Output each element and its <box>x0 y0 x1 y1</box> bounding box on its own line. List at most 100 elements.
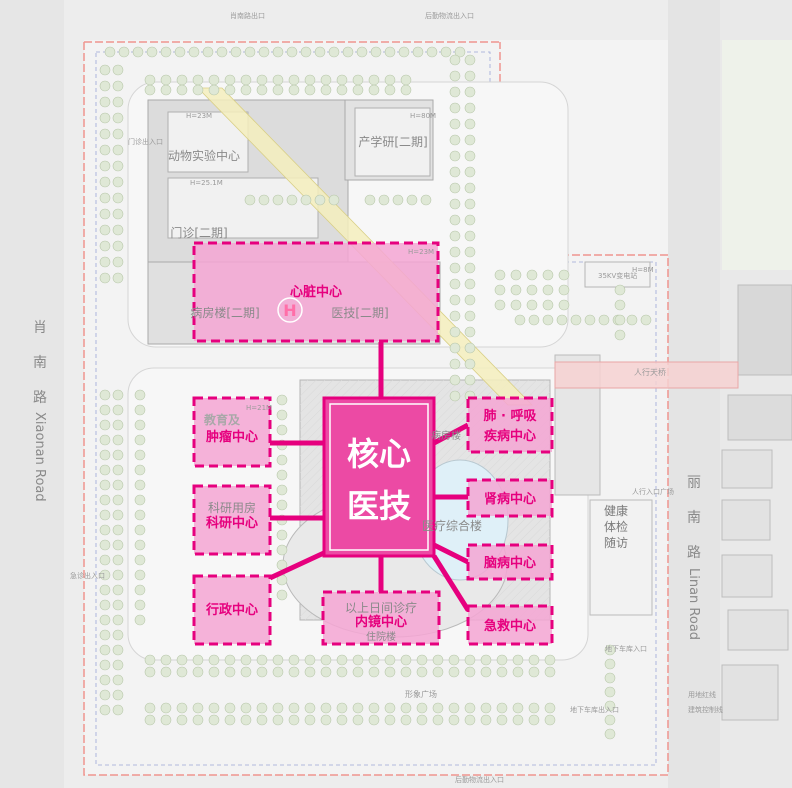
tree <box>276 424 288 436</box>
tree <box>99 629 111 641</box>
tree <box>134 449 146 461</box>
endo-box[interactable] <box>321 590 441 646</box>
tree <box>449 182 461 194</box>
connector-lung <box>432 422 470 446</box>
core-box[interactable] <box>322 396 436 558</box>
tree <box>134 539 146 551</box>
gate-w1-label: 门诊出入口 <box>128 137 163 146</box>
tree <box>496 702 508 714</box>
tree <box>464 214 476 226</box>
tree <box>400 84 412 96</box>
tree <box>192 714 204 726</box>
tree <box>378 194 390 206</box>
tree <box>604 672 616 684</box>
lung-box[interactable] <box>466 396 554 454</box>
tree <box>449 70 461 82</box>
tree <box>336 714 348 726</box>
substation-block <box>584 261 651 288</box>
tree <box>144 714 156 726</box>
tree <box>526 299 538 311</box>
tree <box>368 666 380 678</box>
tree <box>526 269 538 281</box>
health-label-2: 体检 <box>604 519 628 534</box>
tree <box>112 659 124 671</box>
tree <box>432 666 444 678</box>
kidney-box[interactable] <box>466 478 554 518</box>
edu-label-1: 教育及 <box>203 412 241 427</box>
health-label-3: 随访 <box>604 535 628 550</box>
tree <box>99 464 111 476</box>
center-boxes <box>192 241 554 646</box>
tree <box>112 509 124 521</box>
tree <box>604 700 616 712</box>
health-block <box>589 499 653 616</box>
tree <box>604 714 616 726</box>
tree <box>320 666 332 678</box>
ward-old-label: 病房楼 <box>431 429 461 442</box>
tree <box>392 194 404 206</box>
east-road-name-1: 丽 <box>687 475 701 491</box>
research-label: 科研中心 <box>206 515 258 531</box>
ward2-label: 病房楼[二期] <box>190 305 259 320</box>
tree <box>192 666 204 678</box>
core-label-1: 核心 <box>347 435 411 473</box>
research-box[interactable] <box>192 484 272 556</box>
tree <box>112 224 124 236</box>
admin-box[interactable] <box>192 574 272 646</box>
tree <box>112 80 124 92</box>
tree <box>258 46 270 58</box>
tree <box>526 284 538 296</box>
emergency-box[interactable] <box>466 604 554 646</box>
tree <box>176 654 188 666</box>
helipad-icon <box>277 297 303 323</box>
tree <box>464 374 476 386</box>
gate-s-label: 后勤物流出入口 <box>455 775 504 784</box>
tree <box>134 509 146 521</box>
brain-box[interactable] <box>466 543 554 581</box>
lung-label-1: 肺 · 呼吸 <box>484 408 538 424</box>
tree <box>464 278 476 290</box>
tree <box>224 714 236 726</box>
tree <box>176 702 188 714</box>
tree <box>614 329 626 341</box>
emergency-label: 急救中心 <box>484 618 536 634</box>
tree <box>99 144 111 156</box>
west-road <box>0 0 64 788</box>
tree <box>449 246 461 258</box>
tree <box>464 198 476 210</box>
industry-roof <box>354 107 431 177</box>
tree <box>276 589 288 601</box>
east-building-2 <box>727 394 792 441</box>
tree <box>134 479 146 491</box>
tree <box>272 46 284 58</box>
tree <box>320 714 332 726</box>
tree <box>432 702 444 714</box>
ramp-label: 地下车库出入口 <box>570 705 619 714</box>
tree <box>364 194 376 206</box>
tree <box>320 84 332 96</box>
tree <box>304 84 316 96</box>
tree <box>256 74 268 86</box>
tree <box>134 524 146 536</box>
edu-tumor-box[interactable] <box>192 396 272 468</box>
east-road <box>668 0 720 788</box>
tree <box>449 294 461 306</box>
heart-center-box[interactable] <box>192 241 440 343</box>
helipad-label: H <box>283 301 296 320</box>
tree <box>514 314 526 326</box>
tree <box>400 714 412 726</box>
tree <box>542 284 554 296</box>
tree <box>99 160 111 172</box>
tree <box>464 310 476 322</box>
tree <box>528 314 540 326</box>
tree <box>272 74 284 86</box>
tree <box>464 182 476 194</box>
tree <box>276 484 288 496</box>
tree <box>112 464 124 476</box>
tree <box>208 666 220 678</box>
tree <box>336 654 348 666</box>
tree <box>112 629 124 641</box>
tree <box>276 544 288 556</box>
tree <box>368 714 380 726</box>
connectors <box>268 342 471 612</box>
